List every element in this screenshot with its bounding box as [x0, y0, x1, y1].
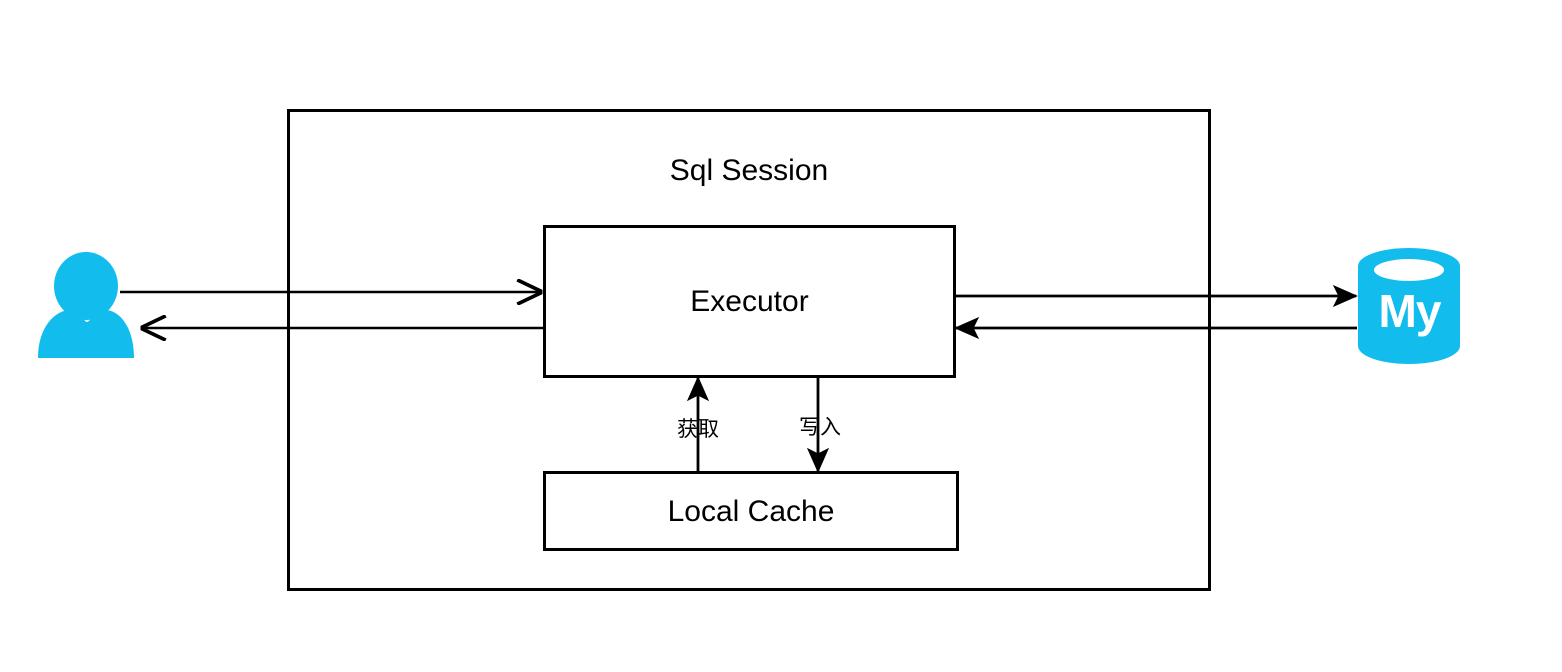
local-cache-node [543, 471, 959, 551]
user-icon [38, 252, 134, 358]
fetch-edge-label: 获取 [677, 417, 719, 441]
mysql-wordmark-label: My [1378, 285, 1442, 337]
local-cache-label: Local Cache [667, 495, 835, 528]
executor-label: Executor [690, 285, 809, 318]
write-edge-label: 写入 [799, 415, 841, 439]
executor-node [543, 225, 956, 378]
sql-session-title: Sql Session [669, 154, 829, 187]
mysql-database-icon [1358, 248, 1460, 364]
